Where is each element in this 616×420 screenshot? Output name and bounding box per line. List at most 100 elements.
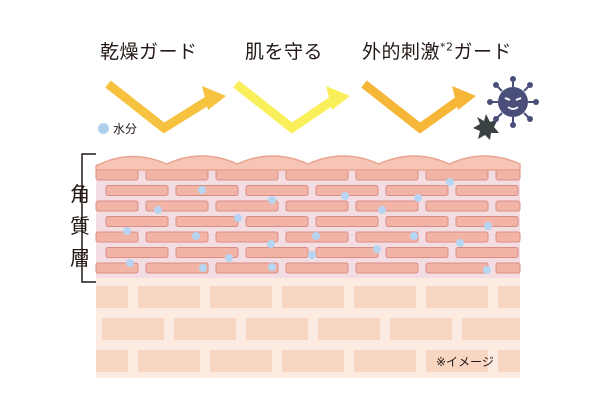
- corneum-brick: [285, 200, 349, 212]
- lower-brick: [390, 318, 452, 340]
- corneum-brick: [315, 247, 379, 258]
- corneum-brick: [175, 216, 239, 227]
- lower-brick: [426, 350, 488, 372]
- lower-brick: [102, 318, 164, 340]
- water-drop: [268, 263, 276, 271]
- corneum-brick: [215, 262, 279, 274]
- water-drop: [312, 232, 320, 240]
- corneum-brick: [145, 262, 209, 274]
- corneum-brick: [495, 169, 521, 181]
- lower-brick: [462, 318, 520, 340]
- corneum-brick: [425, 200, 489, 212]
- legend-moisture: 水分: [98, 120, 137, 137]
- lower-brick: [354, 350, 416, 372]
- lower-brick: [138, 350, 200, 372]
- water-drop: [267, 240, 275, 248]
- water-drop: [446, 178, 454, 186]
- corneum-brick: [95, 169, 139, 181]
- corneum-brick: [355, 200, 419, 212]
- label-external-stimulus-guard: 外的刺激*2ガード: [362, 40, 513, 63]
- corneum-brick: [495, 200, 521, 212]
- skin-surface: [95, 155, 521, 171]
- corneum-brick: [425, 262, 489, 274]
- corneum-brick: [215, 200, 279, 212]
- corneum-brick: [385, 216, 449, 227]
- corneum-brick: [315, 216, 379, 227]
- corneum-brick: [95, 200, 139, 212]
- water-drop: [410, 232, 418, 240]
- corneum-brick: [495, 262, 521, 274]
- lower-brick: [96, 350, 128, 372]
- water-drop: [154, 206, 162, 214]
- water-drops: [123, 178, 492, 274]
- water-drop: [414, 194, 422, 202]
- corneum-brick: [285, 262, 349, 274]
- water-drop: [484, 222, 492, 230]
- legend-moisture-label: 水分: [113, 122, 138, 136]
- arrow-protect: [233, 80, 350, 134]
- water-drop: [234, 214, 242, 222]
- germ-icon: [473, 114, 499, 140]
- corneum-brick: [175, 247, 239, 258]
- corneum-brick: [425, 169, 489, 181]
- corneum-brick: [245, 247, 309, 258]
- stratum-bricks: [95, 169, 521, 274]
- corneum-brick: [175, 185, 239, 196]
- corneum-brick: [105, 185, 169, 196]
- corneum-brick: [145, 169, 209, 181]
- lower-brick: [138, 286, 200, 308]
- water-drop: [198, 186, 206, 194]
- corneum-brick: [355, 231, 419, 243]
- lower-brick: [96, 286, 128, 308]
- layer-bracket: [81, 153, 96, 283]
- corneum-brick: [105, 216, 169, 227]
- water-drop: [123, 227, 131, 235]
- virus-icon: [487, 76, 539, 128]
- corneum-brick: [285, 169, 349, 181]
- corneum-brick: [495, 231, 521, 243]
- corneum-brick: [385, 185, 449, 196]
- lower-brick: [498, 286, 520, 308]
- lower-brick: [174, 318, 236, 340]
- water-drop-icon: [98, 123, 109, 134]
- water-drop: [378, 206, 386, 214]
- corneum-brick: [355, 169, 419, 181]
- water-drop: [225, 254, 233, 262]
- water-drop: [456, 239, 464, 247]
- lower-brick: [354, 286, 416, 308]
- water-drop: [341, 192, 349, 200]
- water-drop: [308, 251, 316, 259]
- water-drop: [192, 232, 200, 240]
- lower-brick: [210, 286, 272, 308]
- corneum-brick: [105, 247, 169, 258]
- lower-brick: [246, 318, 308, 340]
- label-dryness-guard: 乾燥ガード: [100, 41, 198, 63]
- arrow-dryness: [105, 80, 226, 134]
- corneum-brick: [455, 247, 519, 258]
- water-drop: [373, 245, 381, 253]
- lower-brick: [282, 286, 344, 308]
- lower-bricks: [96, 286, 520, 372]
- label-protect-skin: 肌を守る: [245, 41, 324, 63]
- lower-brick: [318, 318, 380, 340]
- corneum-brick: [245, 185, 309, 196]
- corneum-brick: [355, 262, 419, 274]
- arrow-external: [361, 80, 476, 134]
- lower-brick: [498, 350, 520, 372]
- corneum-brick: [95, 231, 139, 243]
- lower-brick: [210, 350, 272, 372]
- corneum-brick: [385, 247, 449, 258]
- corneum-brick: [455, 185, 519, 196]
- water-drop: [268, 196, 276, 204]
- lower-brick: [426, 286, 488, 308]
- corneum-brick: [245, 216, 309, 227]
- water-drop: [199, 264, 207, 272]
- image-note: ※イメージ: [436, 355, 494, 369]
- water-drop: [126, 259, 134, 267]
- layer-name-stratum-corneum: 角 質 層: [70, 182, 90, 270]
- water-drop: [483, 266, 491, 274]
- corneum-brick: [215, 169, 279, 181]
- corneum-brick: [215, 231, 279, 243]
- lower-brick: [282, 350, 344, 372]
